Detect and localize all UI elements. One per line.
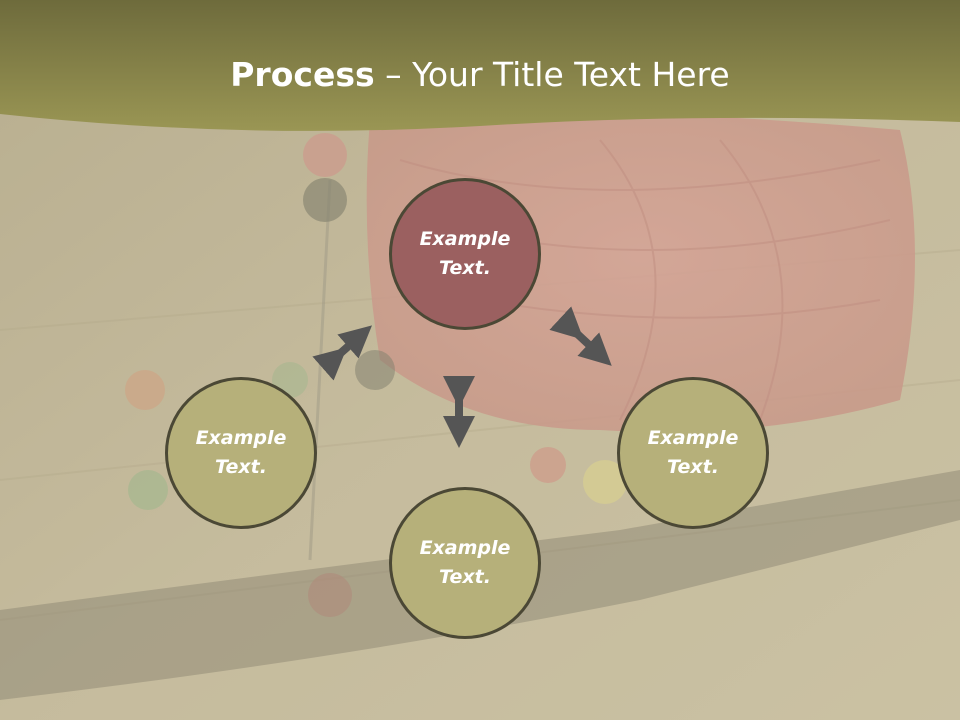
node-left: Example Text. xyxy=(165,377,317,529)
header-band xyxy=(0,0,960,131)
node-bottom-label: Example Text. xyxy=(419,537,511,588)
node-left-label: Example Text. xyxy=(195,427,287,478)
node-top: Example Text. xyxy=(389,178,541,330)
node-right: Example Text. xyxy=(617,377,769,529)
title-bold: Process xyxy=(230,55,375,94)
title-rest: – Your Title Text Here xyxy=(374,55,730,94)
node-right-label: Example Text. xyxy=(647,427,739,478)
page-title: Process – Your Title Text Here xyxy=(0,52,960,98)
node-top-label: Example Text. xyxy=(419,228,511,279)
arrow-top-left xyxy=(312,325,373,381)
node-bottom: Example Text. xyxy=(389,487,541,639)
arrow-top-right xyxy=(549,306,612,366)
